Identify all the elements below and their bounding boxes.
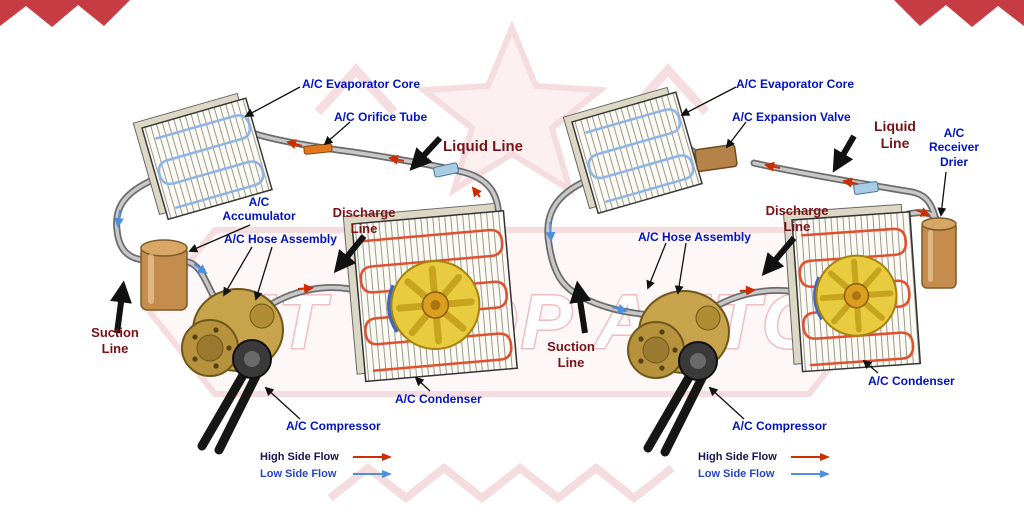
label-liquid-line-left: Liquid Line (443, 138, 523, 155)
label-pointer-lines (188, 86, 947, 420)
legend-high-side-label: High Side Flow (260, 450, 339, 463)
label-expansion-valve: A/C Expansion Valve (732, 110, 851, 124)
legend-low-side-label: Low Side Flow (698, 467, 775, 480)
legend-left: High Side Flow Low Side Flow (260, 448, 394, 482)
label-orifice-tube: A/C Orifice Tube (334, 110, 428, 124)
label-evaporator-left: A/C Evaporator Core (302, 77, 421, 91)
compressor-icon (181, 288, 284, 455)
label-suction-line-left: Suction Line (91, 325, 139, 356)
label-evaporator-right: A/C Evaporator Core (736, 77, 855, 91)
liquid-line-fitting-right-icon (853, 181, 879, 195)
liquid-line-fitting-left-icon (433, 162, 459, 178)
legend-right: High Side Flow Low Side Flow (698, 448, 832, 482)
evaporator-core-left-icon (132, 92, 273, 221)
label-accumulator: A/C Accumulator (222, 195, 296, 224)
label-discharge-line-right: Discharge Line (765, 203, 829, 234)
orifice-tube-icon (303, 143, 333, 155)
label-compressor-right: A/C Compressor (732, 419, 827, 433)
condenser-left-icon (342, 202, 519, 383)
high-side-flow-arrow-icon (353, 452, 392, 461)
label-discharge-line-left: Discharge Line (332, 205, 396, 236)
receiver-drier-icon (921, 217, 957, 289)
label-condenser-right: A/C Condenser (868, 374, 955, 388)
accumulator-icon (140, 239, 188, 311)
label-hose-assembly-left: A/C Hose Assembly (224, 232, 337, 246)
low-side-flow-arrow-icon (353, 469, 392, 478)
low-side-flow-arrow-icon (791, 469, 830, 478)
label-receiver-drier: A/C Receiver Drier (928, 126, 980, 169)
high-side-flow-arrow-icon (791, 452, 830, 461)
legend-low-side-label: Low Side Flow (260, 467, 337, 480)
corner-ribbon-icons (0, 0, 1024, 27)
flow-arrow-icons (114, 139, 931, 314)
condenser-right-icon (782, 203, 922, 373)
label-liquid-line-right: Liquid Line (874, 118, 916, 151)
big-direction-arrow-icons (110, 134, 857, 334)
legend-high-side-label: High Side Flow (698, 450, 777, 463)
label-hose-assembly-right: A/C Hose Assembly (638, 230, 751, 244)
label-compressor-left: A/C Compressor (286, 419, 381, 433)
compressor-right-icon (628, 291, 729, 452)
label-condenser-left: A/C Condenser (395, 392, 482, 406)
expansion-valve-icon (694, 143, 738, 173)
label-suction-line-right: Suction Line (547, 339, 595, 370)
